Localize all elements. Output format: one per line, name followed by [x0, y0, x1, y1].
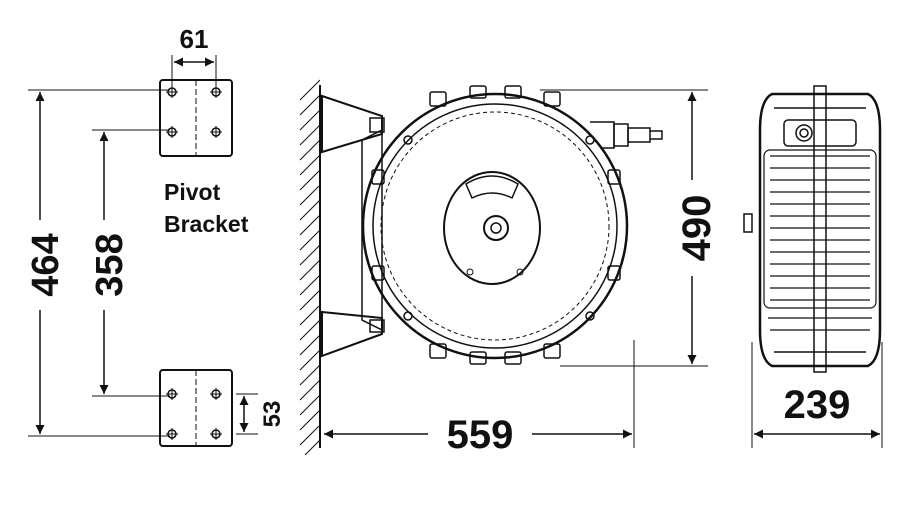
- dimension-overall-height: 464: [25, 89, 170, 437]
- dimension-358-label: 358: [89, 233, 131, 296]
- pivot-bracket-bottom: [159, 369, 233, 447]
- front-ribs: [763, 149, 877, 309]
- dimension-464-label: 464: [25, 233, 67, 296]
- reel-side-view: [361, 85, 663, 365]
- housing-tabs: [371, 85, 621, 365]
- reel-front-view: [743, 85, 882, 373]
- pivot-bracket-top: [159, 79, 233, 157]
- bracket-label: Bracket: [164, 211, 249, 237]
- wall-mount-arms: [321, 94, 385, 358]
- dimension-hole-spacing: 358: [89, 129, 170, 397]
- dimension-490-label: 490: [675, 195, 719, 262]
- dimension-depth: 559: [324, 340, 662, 457]
- dimension-53-label: 53: [259, 401, 286, 428]
- dimension-61-label: 61: [180, 24, 209, 54]
- pivot-label: Pivot: [164, 179, 221, 205]
- bracket-holes-bottom: [166, 388, 222, 440]
- hose-fitting: [590, 121, 663, 149]
- dimension-239-label: 239: [784, 383, 851, 427]
- dimension-reel-width: 239: [751, 342, 883, 448]
- dimension-bracket-height: 53: [236, 393, 286, 435]
- dimension-559-label: 559: [447, 413, 514, 457]
- bracket-holes-top: [166, 86, 222, 138]
- dimension-bracket-width: 61: [171, 24, 217, 90]
- wall-hatching: [299, 79, 321, 456]
- dimension-reel-height: 490: [540, 89, 719, 367]
- front-fitting: [783, 119, 857, 147]
